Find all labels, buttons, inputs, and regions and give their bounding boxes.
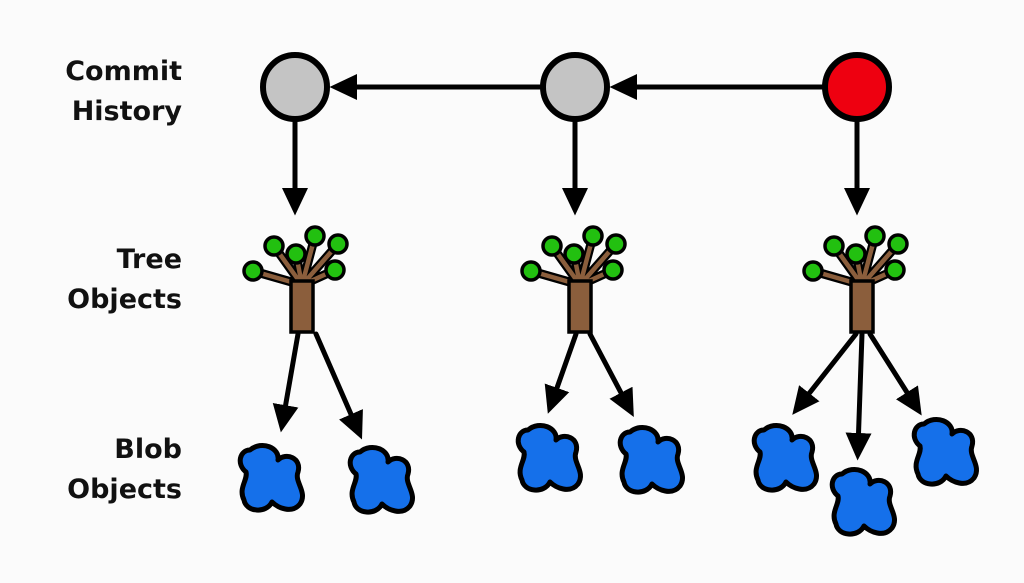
label-tree-line1: Tree [117,244,182,275]
tree-object-icon [804,227,907,332]
blob-object-icon [240,445,302,510]
tree-blob-arrow [313,331,363,440]
blob-object-icon [832,469,894,534]
label-blob-line1: Blob [114,434,182,465]
blob-object-icon [620,427,682,492]
label-tree-line2: Objects [67,284,182,315]
commit-node [260,52,330,122]
blob-object-icon [350,447,412,512]
tree-object-icon [244,227,347,332]
tree-object-icon [522,227,625,332]
tree-blob-arrow [867,331,922,416]
blob-object-icon [754,425,816,490]
label-commit-line1: Commit [65,56,182,87]
label-blob-line2: Objects [67,474,182,505]
tree-blob-arrow [544,331,579,414]
blob-object-icon [518,425,580,490]
commit-node-head [822,52,892,122]
commit-node [540,52,610,122]
tree-blob-arrow [845,331,872,461]
tree-blob-arrow [587,331,634,418]
label-commit-line2: History [72,96,183,127]
tree-blob-arrow [272,331,301,433]
blob-object-icon [914,419,976,484]
tree-blob-arrow [792,331,859,415]
